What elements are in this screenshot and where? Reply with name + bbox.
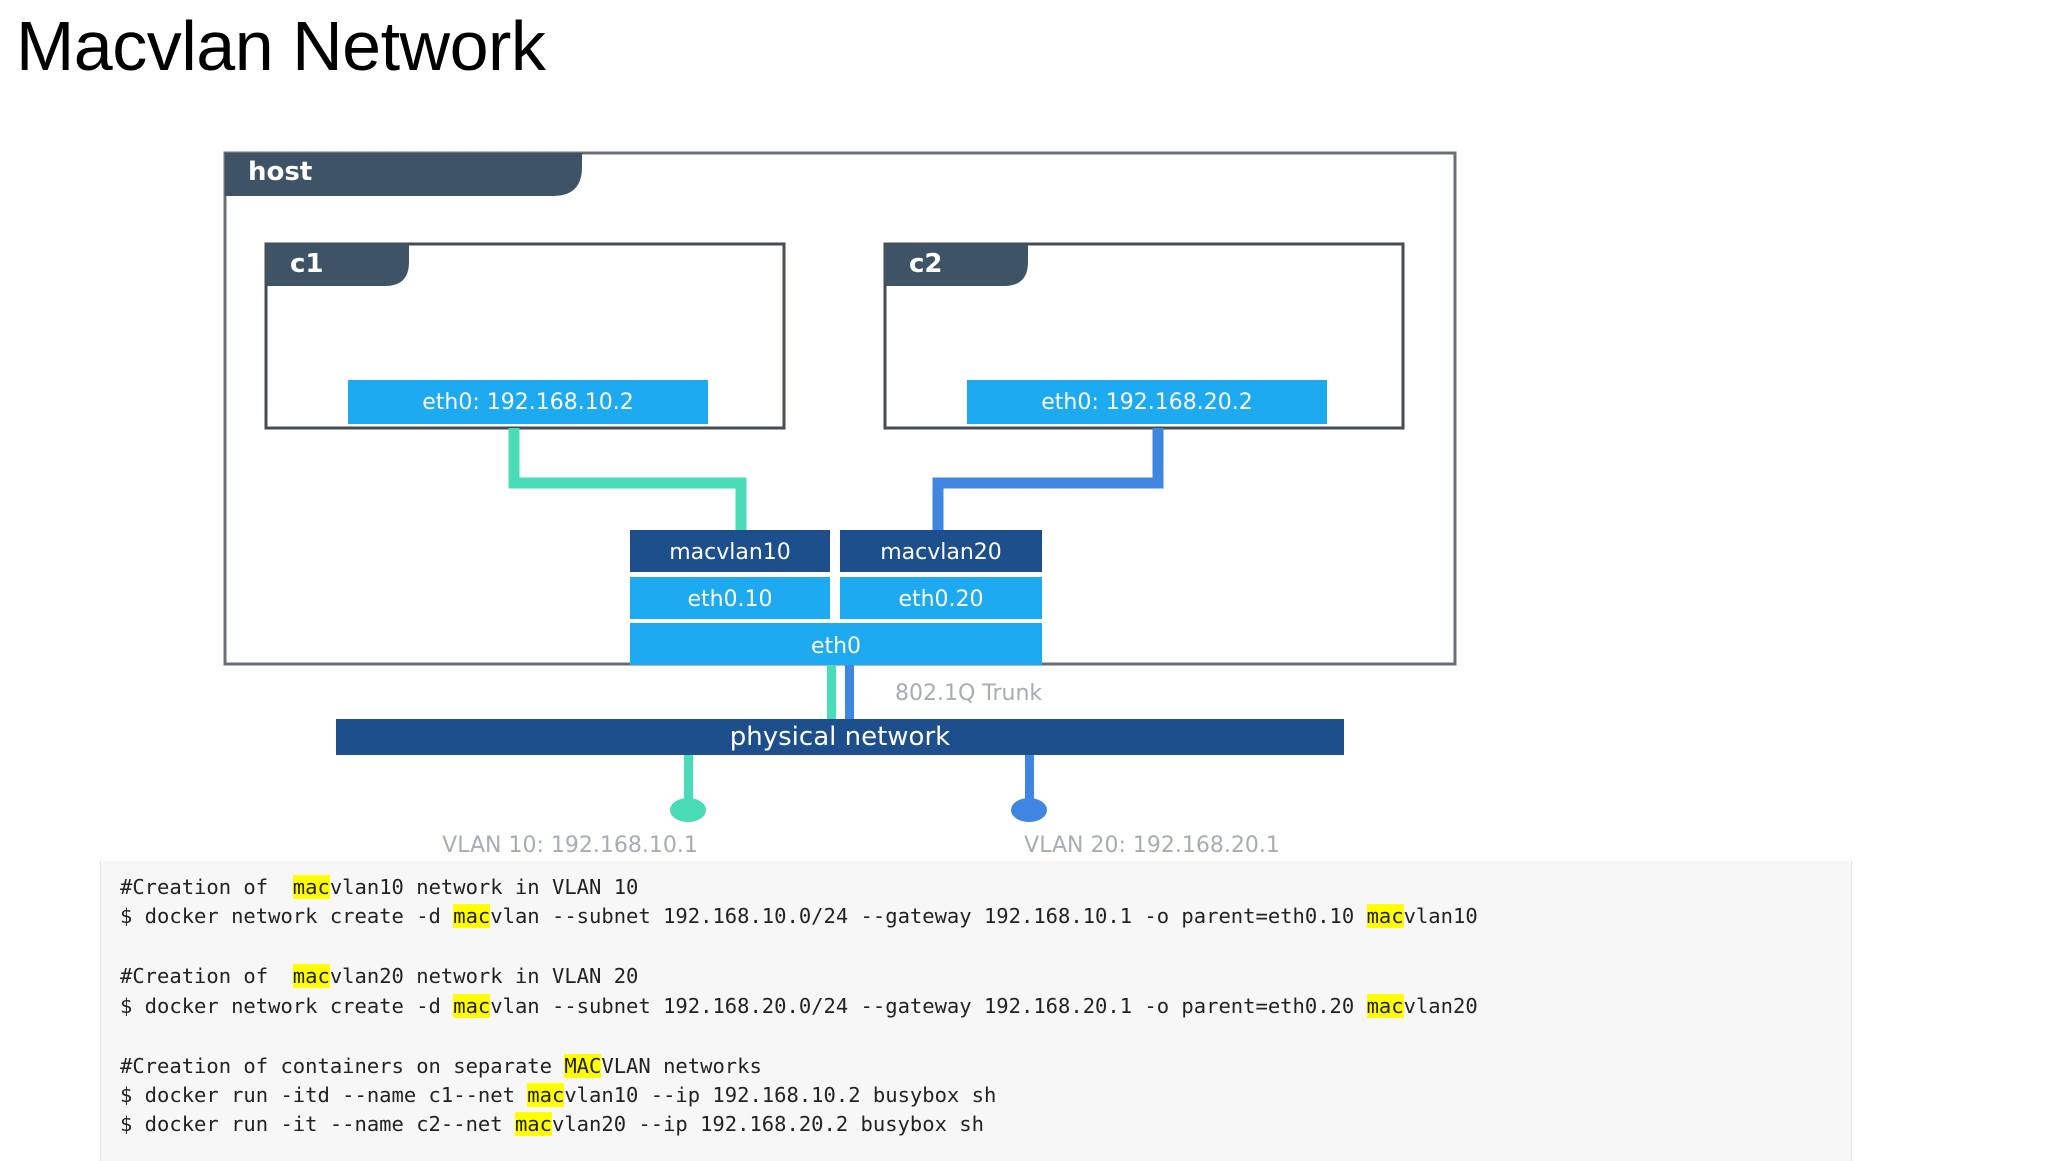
macvlan-diagram: host c1 eth0: 192.168.10.2 c2 eth0: 192.…	[223, 151, 1457, 858]
vlan20-drop-line	[1025, 755, 1034, 808]
c2-label: c2	[909, 249, 943, 279]
c2-eth0-box	[967, 380, 1327, 424]
eth0-label: eth0	[811, 634, 861, 659]
trunk-line-blue	[845, 665, 854, 720]
macvlan20-box	[840, 530, 1042, 572]
physical-network-bar	[336, 719, 1344, 755]
vlan20-label: VLAN 20: 192.168.20.1	[1024, 833, 1280, 858]
vlan10-label: VLAN 10: 192.168.10.1	[442, 833, 698, 858]
c1-eth0-box	[348, 380, 708, 424]
eth010-label: eth0.10	[687, 587, 772, 612]
c2-link-line	[932, 428, 1164, 530]
code-line-4: $ docker network create -d macvlan --sub…	[120, 994, 1478, 1018]
vlan10-drop-line	[684, 755, 693, 808]
macvlan10-box	[630, 530, 830, 572]
code-line-2: $ docker network create -d macvlan --sub…	[120, 904, 1478, 928]
vlan10-endpoint	[670, 798, 706, 822]
trunk-label: 802.1Q Trunk	[895, 681, 1042, 706]
code-line-3: #Creation of macvlan20 network in VLAN 2…	[120, 964, 639, 988]
eth020-label: eth0.20	[898, 587, 983, 612]
code-line-1: #Creation of macvlan10 network in VLAN 1…	[120, 875, 639, 899]
vlan20-endpoint	[1011, 798, 1047, 822]
c2-eth0-label: eth0: 192.168.20.2	[1041, 390, 1252, 415]
c1-label: c1	[290, 249, 324, 279]
code-line-6: $ docker run -itd --name c1--net macvlan…	[120, 1083, 997, 1107]
code-line-5: #Creation of containers on separate MACV…	[120, 1054, 762, 1078]
c1-eth0-label: eth0: 192.168.10.2	[422, 390, 633, 415]
macvlan20-label: macvlan20	[880, 540, 1002, 565]
c1-link-line	[508, 428, 747, 530]
host-label: host	[248, 157, 312, 187]
physical-network-label: physical network	[730, 722, 950, 752]
eth020-box	[840, 577, 1042, 619]
eth0-box	[630, 623, 1042, 665]
macvlan10-label: macvlan10	[669, 540, 791, 565]
slide-title: Macvlan Network	[16, 7, 546, 85]
code-line-7: $ docker run -it --name c2--net macvlan2…	[120, 1112, 984, 1136]
c1-tab	[266, 244, 409, 286]
eth010-box	[630, 577, 830, 619]
code-block	[100, 861, 1852, 1161]
c2-tab	[885, 244, 1028, 286]
trunk-line-teal	[827, 665, 836, 720]
host-tab	[225, 153, 582, 196]
